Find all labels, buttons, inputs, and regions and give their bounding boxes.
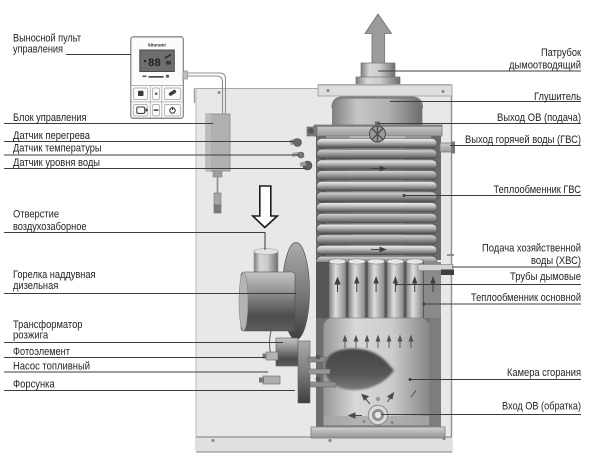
svg-text:Теплообменник основной: Теплообменник основной (471, 292, 581, 304)
svg-text:Глушитель: Глушитель (534, 91, 581, 103)
svg-text:Блок управления: Блок управления (13, 112, 87, 124)
svg-text:розжига: розжига (13, 330, 49, 342)
svg-text:Камера сгорания: Камера сгорания (507, 367, 581, 379)
svg-text:дымоотводящий: дымоотводящий (509, 60, 581, 72)
svg-text:Датчик температуры: Датчик температуры (13, 143, 102, 155)
svg-text:Трубы дымовые: Трубы дымовые (510, 271, 581, 283)
svg-text:управления: управления (13, 44, 63, 56)
svg-text:88: 88 (148, 57, 161, 69)
svg-text:Трансформатор: Трансформатор (13, 319, 83, 331)
svg-text:Насос топливный: Насос топливный (13, 361, 90, 373)
svg-text:Вход ОВ (обратка): Вход ОВ (обратка) (502, 401, 581, 413)
svg-text:Горелка наддувная: Горелка наддувная (13, 269, 96, 281)
svg-text:kiturami: kiturami (148, 43, 166, 48)
svg-text:Выход горячей воды (ГВС): Выход горячей воды (ГВС) (465, 134, 581, 146)
svg-text:Отверстие: Отверстие (13, 209, 59, 221)
svg-text:Теплообменник ГВС: Теплообменник ГВС (494, 184, 582, 196)
svg-text:Выносной пульт: Выносной пульт (13, 33, 81, 45)
svg-text:дизельная: дизельная (13, 280, 58, 292)
svg-text:Форсунка: Форсунка (13, 379, 55, 391)
svg-text:Датчик уровня воды: Датчик уровня воды (13, 157, 100, 169)
svg-text:воздухозаборное: воздухозаборное (13, 221, 87, 233)
svg-text:Подача хозяйственной: Подача хозяйственной (482, 243, 581, 255)
svg-text:Выход ОВ (подача): Выход ОВ (подача) (497, 112, 581, 124)
svg-text:Датчик перегрева: Датчик перегрева (13, 130, 91, 142)
svg-text:Патрубок: Патрубок (541, 47, 581, 59)
svg-text:Фотоэлемент: Фотоэлемент (13, 346, 70, 358)
svg-text:воды (ХВС): воды (ХВС) (531, 255, 581, 267)
